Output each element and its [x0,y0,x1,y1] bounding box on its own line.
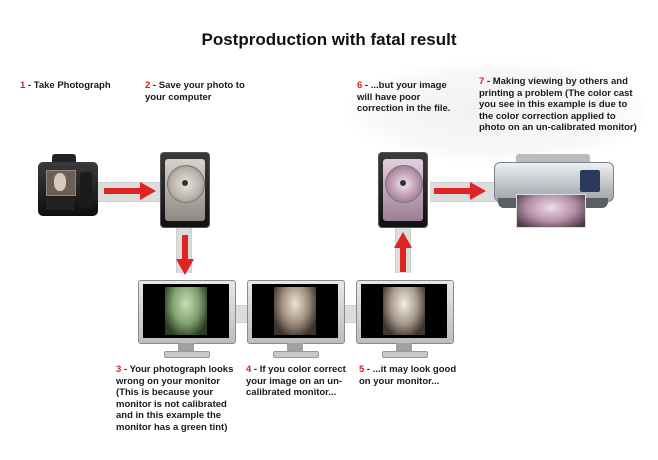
camera-icon [38,154,98,218]
step-7-caption: 7 - Making viewing by others and printin… [479,76,639,134]
step-text: - ...it may look good on your monitor... [359,364,457,387]
step-text: - Take Photograph [25,80,111,91]
step-text: - If you color correct your image on an … [246,364,346,398]
step-text: - Save your photo to your computer [145,80,245,103]
step-number: 6 [357,80,363,91]
step-number: 2 [145,80,151,91]
printer-icon [494,154,614,228]
step-text: - Making viewing by others and printing … [479,76,637,133]
hard-drive-icon [378,152,428,228]
step-text: - ...but your image will have poor corre… [357,80,451,114]
step-number: 1 [20,80,26,91]
step-4-caption: 4 - If you color correct your image on a… [246,364,356,399]
step-number: 5 [359,364,365,375]
arrow-right-icon [434,182,486,200]
monitor-icon [138,280,236,358]
arrow-down-icon [176,235,194,275]
step-1-caption: 1 - Take Photograph [20,80,130,92]
monitor-icon [356,280,454,358]
step-number: 7 [479,76,485,87]
hard-drive-icon [160,152,210,228]
step-3-caption: 3 - Your photograph looks wrong on your … [116,364,241,433]
printed-photo [516,194,586,228]
arrow-right-icon [104,182,156,200]
background-mist [350,62,645,162]
monitor-icon [247,280,345,358]
step-2-caption: 2 - Save your photo to your computer [145,80,255,103]
monitor-screen [252,284,338,338]
step-text: - Your photograph looks wrong on your mo… [116,364,234,433]
step-number: 3 [116,364,122,375]
monitor-screen [361,284,447,338]
page-title: Postproduction with fatal result [201,30,457,49]
step-number: 4 [246,364,252,375]
step-6-caption: 6 - ...but your image will have poor cor… [357,80,462,115]
step-5-caption: 5 - ...it may look good on your monitor.… [359,364,464,387]
monitor-screen [143,284,229,338]
arrow-up-icon [394,232,412,272]
